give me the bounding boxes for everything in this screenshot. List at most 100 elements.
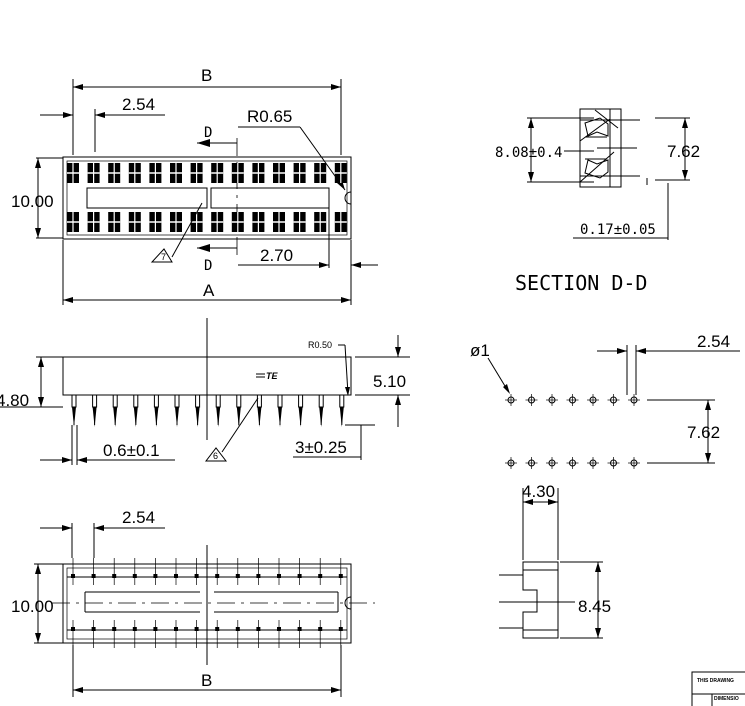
top-radius-label: R0.65 <box>247 107 292 126</box>
bottom-pin-dot <box>338 574 343 578</box>
side-pin-shoulder <box>215 394 221 408</box>
top-note-flag: 7 <box>161 252 166 262</box>
bottom-pin-dot <box>132 574 137 578</box>
pcb-holes <box>505 394 640 469</box>
top-offset-label: 2.70 <box>260 246 293 265</box>
side-pin-shoulder <box>112 394 118 408</box>
bottom-width-label: 10.00 <box>11 597 54 616</box>
side-pin-shoulder <box>318 394 324 408</box>
side-pin-shoulder <box>92 394 98 408</box>
title-block-line2: DIMENSIO <box>714 696 739 702</box>
section-title: SECTION D-D <box>515 271 647 295</box>
bottom-pitch-label: 2.54 <box>122 508 155 527</box>
side-pin-shoulder <box>71 394 77 408</box>
pcb-hole-diameter-label: ø1 <box>470 341 490 360</box>
bottom-pin-dot <box>235 574 240 578</box>
top-contacts <box>67 163 347 232</box>
bottom-pin-dot <box>297 574 302 578</box>
bottom-pin-dot <box>91 574 96 578</box>
end-width-label: 4.30 <box>522 482 555 501</box>
bottom-pin-dot <box>174 574 178 578</box>
bottom-dim-b-label: B <box>201 671 212 690</box>
bottom-pin-dot <box>153 574 158 578</box>
side-pin-shoulder <box>339 394 345 408</box>
title-block: THIS DRAWING DIMENSIO <box>691 671 745 706</box>
side-pin-tip <box>298 407 303 427</box>
top-dim-b-label: B <box>201 66 212 85</box>
side-pin-shoulder <box>195 394 201 408</box>
end-height-label: 8.45 <box>578 597 611 616</box>
bottom-pin-dot <box>277 627 281 631</box>
side-pin-shoulder <box>236 394 242 408</box>
title-block-line1: THIS DRAWING <box>697 678 734 684</box>
side-pin-shoulder <box>298 394 304 408</box>
side-note-flag: 6 <box>213 451 218 461</box>
bottom-pin-dot <box>277 574 281 578</box>
bottom-pin-dot <box>91 627 96 631</box>
bottom-pin-dot <box>71 574 75 578</box>
bottom-pin-dot <box>153 627 158 631</box>
bottom-pin-dot <box>235 627 240 631</box>
bottom-pin-dot <box>215 574 220 578</box>
side-pin-tip <box>72 407 76 427</box>
bottom-pin-dot <box>194 627 199 631</box>
bottom-pin-dot <box>174 627 178 631</box>
logo-text: TE <box>266 371 278 381</box>
bottom-pin-dot <box>256 574 261 578</box>
bottom-pin-dot <box>71 627 75 631</box>
end-view: 4.30 8.45 <box>499 482 611 639</box>
bottom-pin-dot <box>318 574 323 578</box>
side-left-height-label: 4.80 <box>0 391 29 410</box>
side-pin-shoulder <box>277 394 283 408</box>
bottom-pin-dot <box>256 627 261 631</box>
side-pin-tip <box>195 407 200 427</box>
bottom-view: 2.54 10.00 B <box>11 508 375 697</box>
side-pin-tip <box>278 407 282 427</box>
side-pin-tip <box>319 407 324 427</box>
side-view: R0.50 TE 5.10 4.80 0.6±0.1 <box>0 318 410 465</box>
side-pin-tip <box>175 407 179 427</box>
top-pitch-label: 2.54 <box>122 95 155 114</box>
side-pin-tip <box>113 407 118 427</box>
side-pin-tip <box>92 407 97 427</box>
te-logo-icon: TE <box>256 371 278 381</box>
side-pin-shoulder <box>133 394 139 408</box>
pcb-pitch-label: 2.54 <box>697 332 730 351</box>
top-width-label: 10.00 <box>11 192 54 211</box>
side-body-height-label: 5.10 <box>373 372 406 391</box>
section-thickness-label: 0.17±0.05 <box>580 222 656 238</box>
pcb-row-spacing-label: 7.62 <box>687 423 720 442</box>
section-mark-bottom: D <box>204 258 212 274</box>
pcb-layout: ø1 2.54 7.62 <box>470 332 740 469</box>
bottom-pin-dot <box>318 627 323 631</box>
bottom-pin-dot <box>112 627 117 631</box>
side-pin-length-label: 3±0.25 <box>295 438 347 457</box>
bottom-pin-dot <box>297 627 302 631</box>
side-pins <box>71 394 345 427</box>
side-pin-tip <box>257 407 262 427</box>
bottom-pin-dot <box>215 627 220 631</box>
side-radius-label: R0.50 <box>308 340 332 350</box>
section-outer-width-label: 8.08±0.4 <box>495 145 562 161</box>
top-dim-a-label: A <box>203 281 215 300</box>
section-view: 8.08±0.4 7.62 0.17±0.05 SECTION D-D <box>495 108 700 295</box>
side-pin-shoulder <box>174 394 180 408</box>
side-pin-tip <box>339 407 344 427</box>
bottom-pin-dot <box>338 627 343 631</box>
side-pin-tip <box>154 407 159 427</box>
section-row-spacing-label: 7.62 <box>667 142 700 161</box>
side-pin-tip <box>236 407 241 427</box>
bottom-pin-dot <box>112 574 117 578</box>
side-pin-width-label: 0.6±0.1 <box>103 441 160 460</box>
top-view: B 2.54 R0.65 D D 10.00 <box>11 66 378 305</box>
bottom-pin-dot <box>194 574 199 578</box>
section-mark-top: D <box>204 125 212 141</box>
side-pin-shoulder <box>153 394 159 408</box>
bottom-pin-dot <box>132 627 137 631</box>
side-pin-shoulder <box>256 394 262 408</box>
side-pin-tip <box>216 407 221 427</box>
bottom-pins <box>71 558 343 648</box>
side-pin-tip <box>133 407 138 427</box>
